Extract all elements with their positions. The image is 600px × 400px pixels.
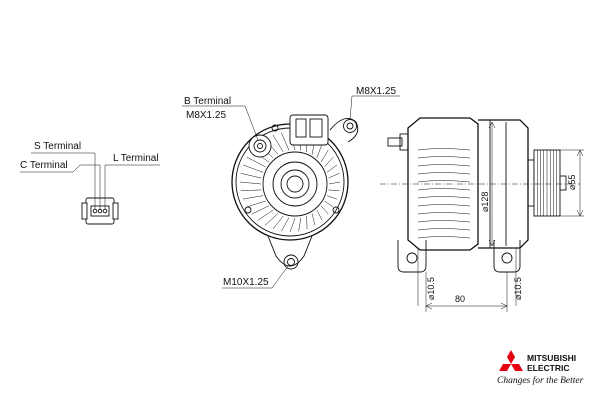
mitsubishi-logo-icon <box>499 350 523 371</box>
c-terminal-label: C Terminal <box>20 160 68 171</box>
s-terminal-label: S Terminal <box>34 141 81 152</box>
left-ear-label: ⌀10.5 <box>426 277 436 300</box>
right-ear-label: ⌀10.5 <box>513 277 523 300</box>
l-terminal-label: L Terminal <box>113 153 159 164</box>
b-terminal-label: B Terminal <box>184 96 231 107</box>
brand-line-1: MITSUBISHI <box>527 353 576 363</box>
front-view <box>231 114 359 270</box>
length-label: 80 <box>455 294 465 304</box>
b-thread-label: M8X1.25 <box>186 110 226 121</box>
brand-tagline: Changes for the Better <box>497 375 584 386</box>
bottom-thread-label: M10X1.25 <box>223 277 269 288</box>
body-dia-label: ⌀128 <box>480 192 490 212</box>
brand-line-2: ELECTRIC <box>527 363 570 373</box>
connector-icon <box>81 197 119 225</box>
pulley-dia-label: ⌀55 <box>567 175 577 190</box>
side-view <box>380 117 580 273</box>
top-thread-label: M8X1.25 <box>356 86 396 97</box>
